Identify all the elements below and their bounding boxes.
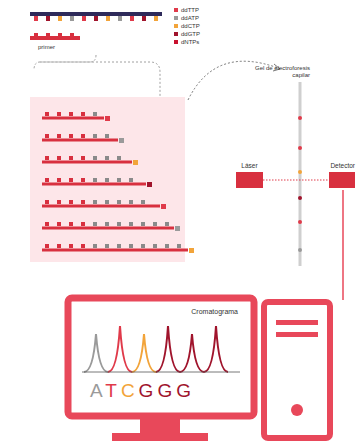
legend-text: ddCTP	[181, 23, 200, 29]
legend-text: ddTTP	[181, 7, 199, 13]
capillary-tube: Gel de electroforesis capilar	[296, 82, 304, 266]
screen-title: Cromatograma	[191, 308, 238, 315]
legend-text: ddATP	[181, 15, 199, 21]
base-sequence: ATCGGG	[90, 380, 195, 402]
legend-row: dNTPs	[174, 38, 199, 46]
node-heading: Láser	[241, 162, 257, 169]
legend-text: ddGTP	[181, 31, 200, 37]
node-heading: Detector	[330, 162, 355, 169]
laser-box: Láser	[236, 172, 263, 188]
legend-text: dNTPs	[181, 39, 199, 45]
legend-swatch	[174, 24, 178, 28]
laser-beam	[263, 180, 329, 181]
monitor-screen: CromatogramaATCGGG	[68, 298, 254, 416]
node-heading: Gel de electroforesis capilar	[254, 65, 310, 79]
legend-row: ddCTP	[174, 22, 200, 30]
legend-swatch	[174, 8, 178, 12]
legend-swatch	[174, 32, 178, 36]
legend-row: ddATP	[174, 14, 199, 22]
legend-row: ddGTP	[174, 30, 200, 38]
legend-row: ddTTP	[174, 6, 199, 14]
primer-label: primer	[38, 44, 55, 50]
detector-box: Detector	[329, 172, 355, 188]
legend-swatch	[174, 40, 178, 44]
legend-swatch	[174, 16, 178, 20]
